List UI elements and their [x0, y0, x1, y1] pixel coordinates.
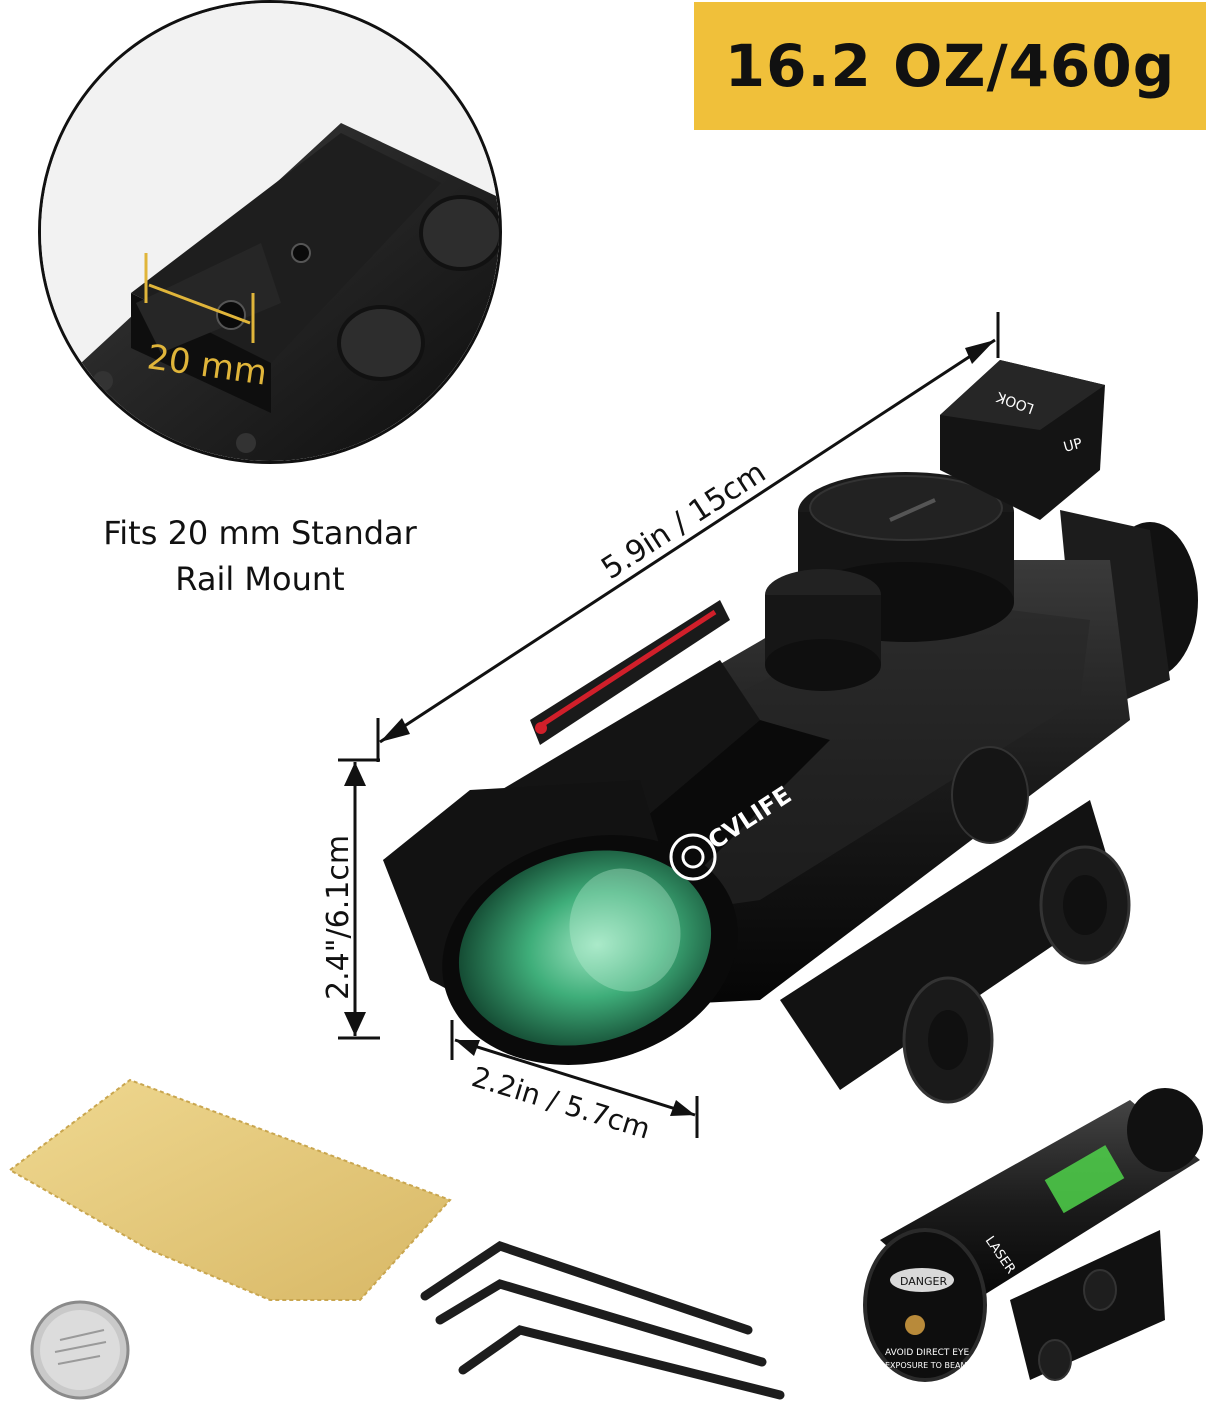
weight-badge: 16.2 OZ/460g — [694, 2, 1206, 130]
rail-caption: Fits 20 mm Standar Rail Mount — [40, 510, 480, 602]
brand-logo-icon — [669, 833, 717, 881]
laser-warning-label-2: EXPOSURE TO BEAM — [885, 1361, 967, 1370]
laser-warning-label: AVOID DIRECT EYE — [885, 1348, 969, 1358]
weight-label: 16.2 OZ/460g — [724, 32, 1176, 100]
laser-danger-label: DANGER — [900, 1275, 948, 1288]
width-dimension — [450, 1020, 699, 1138]
button-battery — [30, 1300, 130, 1400]
rifle-scope: CVLIFE LOOK UP — [383, 360, 1198, 1104]
turret-up-label: UP — [1062, 436, 1084, 456]
length-label: 5.9in / 15cm — [595, 455, 772, 587]
rail-detail-circle: 20 mm — [38, 0, 502, 464]
cleaning-cloth — [8, 1078, 452, 1301]
hex-keys — [420, 1241, 785, 1400]
height-dimension — [338, 758, 380, 1040]
rail-caption-line1: Fits 20 mm Standar — [103, 514, 417, 552]
objective-lens — [458, 850, 712, 1046]
height-label: 2.4"/6.1cm — [321, 835, 356, 1000]
rail-caption-line2: Rail Mount — [175, 560, 345, 598]
laser-sight: DANGER AVOID DIRECT EYE EXPOSURE TO BEAM… — [863, 1088, 1203, 1382]
laser-window — [1044, 1145, 1125, 1214]
rail-mount-closeup: 20 mm — [41, 3, 499, 461]
length-dimension — [376, 312, 1000, 762]
fiber-sight — [538, 609, 717, 729]
